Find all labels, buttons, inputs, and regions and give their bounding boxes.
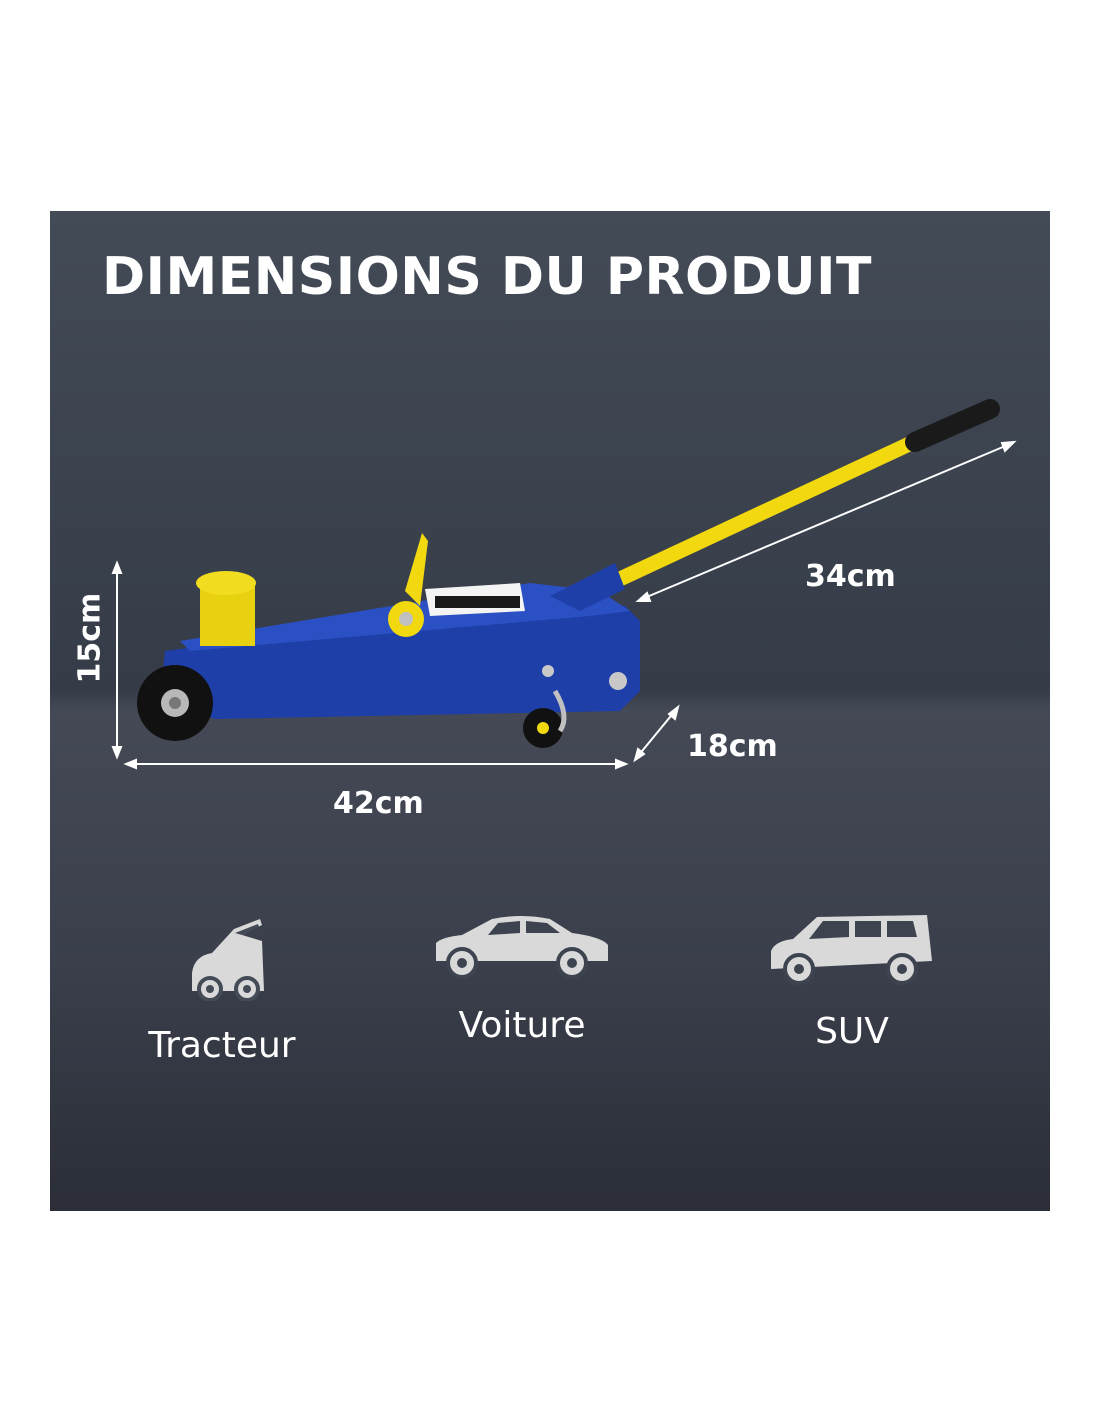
jack-handle [597,399,1000,594]
handle-arrow [641,443,1011,600]
jack-wheels [137,665,575,748]
length-dimension-label: 42cm [333,786,424,821]
suv-icon [771,915,932,985]
vehicle-label: SUV [815,1011,889,1052]
vehicle-suv: SUV [722,911,982,1052]
vehicle-tracteur: Tracteur [92,911,352,1066]
dimension-arrows [111,440,1017,770]
vehicle-label: Tracteur [148,1025,296,1066]
product-dimensions-panel: DIMENSIONS DU PRODUIT [50,211,1050,1211]
jack-body [160,533,640,719]
vehicle-label: Voiture [458,1005,586,1046]
car-icon [436,916,608,979]
width-dimension-label: 18cm [687,729,778,764]
panel-title: DIMENSIONS DU PRODUIT [102,247,872,307]
vehicle-voiture: Voiture [392,911,652,1046]
height-dimension-label: 15cm [72,592,108,684]
tractor-icon [192,919,264,1001]
width-arrow [637,710,676,757]
floor-jack-illustration [111,399,1017,770]
handle-dimension-label: 34cm [805,559,896,594]
